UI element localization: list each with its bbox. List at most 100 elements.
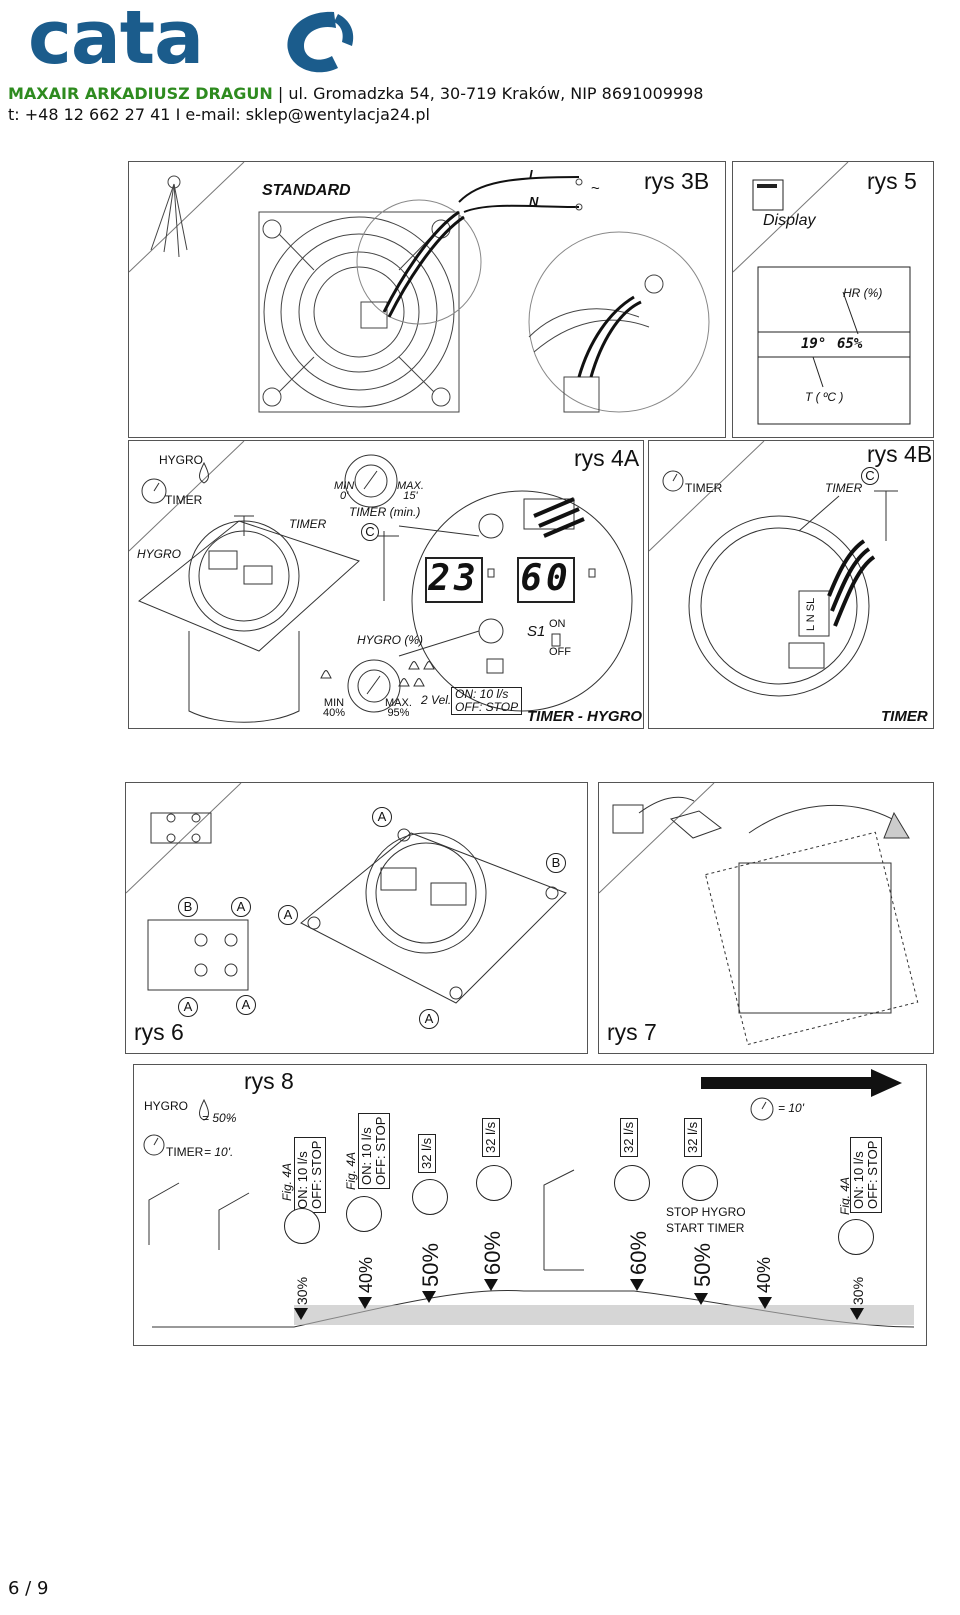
timer-max-value: 15' xyxy=(403,490,418,502)
contact-line: t: +48 12 662 27 41 I e-mail: sklep@went… xyxy=(8,105,430,124)
callout-c-marker: C xyxy=(361,523,379,541)
on-10-text: ON: 10 l/s xyxy=(455,687,509,701)
figure-5-panel: Display rys 5 HR (%) 19° 65% T ( ºC ) xyxy=(732,161,934,438)
fan-icon xyxy=(412,1179,448,1215)
figure-5-drawing xyxy=(733,162,911,425)
fan-icon xyxy=(284,1208,320,1244)
timer-callout-label: TIMER xyxy=(289,517,327,531)
humidity-level: 40% xyxy=(356,1256,376,1293)
figure-3b-title: rys 3B xyxy=(644,168,710,194)
figure-8-panel: rys 8 HYGRO = 50% TIMER = 10'. = 10' Fig… xyxy=(133,1064,927,1346)
off-stop-text: OFF: STOP xyxy=(309,1140,324,1209)
fan-icon xyxy=(346,1196,382,1232)
marker-a: A xyxy=(372,807,392,827)
level-marker xyxy=(358,1297,372,1309)
fig4a-ref: Fig. 4A xyxy=(280,1162,294,1201)
figure-8-title: rys 8 xyxy=(244,1068,294,1094)
off-stop-text: OFF: STOP xyxy=(373,1116,388,1185)
switch-off-label: OFF xyxy=(549,646,571,658)
level-marker xyxy=(294,1308,308,1320)
figure-7-panel: rys 7 xyxy=(598,782,934,1054)
page-number: 6 / 9 xyxy=(8,1578,49,1599)
hygro-callout-label: HYGRO xyxy=(137,547,182,561)
logo-wordmark: cata xyxy=(28,0,204,81)
humidity-level: 50% xyxy=(418,1242,443,1287)
flow-box: 32 l/s xyxy=(684,1117,702,1157)
timer-label: TIMER xyxy=(165,493,203,507)
level-marker xyxy=(630,1279,644,1291)
figure-7-drawing xyxy=(599,783,919,1046)
figure-3b-drawing xyxy=(129,162,710,413)
start-timer-label: START TIMER xyxy=(666,1221,745,1235)
off-stop-text: OFF: STOP xyxy=(865,1140,880,1209)
figure-4a-drawing xyxy=(129,441,633,723)
timer-min-value: 0' xyxy=(339,490,349,502)
timer-label: TIMER xyxy=(685,481,723,495)
hr-readout: 65% xyxy=(837,336,863,352)
stop-hygro-label: STOP HYGRO xyxy=(666,1205,746,1219)
level-marker xyxy=(758,1297,772,1309)
hygro-label: HYGRO xyxy=(144,1099,189,1113)
figure-4b-panel: TIMER TIMER C L N SL TIMER rys 4B xyxy=(648,440,934,729)
on-10-text: ON: 10 l/s xyxy=(359,1127,374,1185)
figure-4b-title: rys 4B xyxy=(867,441,933,467)
fan-icon xyxy=(614,1165,650,1201)
temperature-label: T ( ºC ) xyxy=(805,390,844,404)
two-vel-label: 2 Vel. xyxy=(421,693,452,707)
figure-3b-panel: STANDARD L N ~ rys 3B xyxy=(128,161,726,438)
marker-b: B xyxy=(546,853,566,873)
timer-value: = 10'. xyxy=(204,1145,234,1159)
marker-b: B xyxy=(178,897,198,917)
timer-hygro-footer: TIMER - HYGRO xyxy=(527,708,642,725)
figure-4b-drawing xyxy=(649,441,898,697)
level-marker xyxy=(484,1279,498,1291)
timer-right-value: = 10' xyxy=(778,1101,804,1115)
timer-callout-label: TIMER xyxy=(825,481,863,495)
figure-5-title: rys 5 xyxy=(867,168,917,194)
marker-a: A xyxy=(231,897,251,917)
company-name: MAXAIR ARKADIUSZ DRAGUN xyxy=(8,84,273,103)
figure-8-drawing xyxy=(143,1069,915,1328)
fig4a-ref: Fig. 4A xyxy=(344,1151,358,1190)
figure-7-title: rys 7 xyxy=(607,1019,657,1045)
callout-c-marker: C xyxy=(861,467,879,485)
hygro-min-text: MIN xyxy=(323,697,345,709)
hygro-min-value: 40% xyxy=(323,707,346,719)
fan-icon xyxy=(838,1219,874,1255)
cata-logo: cata xyxy=(28,0,358,84)
hygro-display: 60 xyxy=(517,557,575,603)
company-line: MAXAIR ARKADIUSZ DRAGUN | ul. Gromadzka … xyxy=(8,84,703,103)
figure-6-panel: A B A B A A A A rys 6 xyxy=(125,782,588,1054)
marker-a: A xyxy=(178,997,198,1017)
flow-box: 32 l/s xyxy=(620,1117,638,1157)
timer-footer: TIMER xyxy=(881,708,928,725)
figure-6-title: rys 6 xyxy=(134,1019,184,1045)
marker-a: A xyxy=(419,1009,439,1029)
humidity-level: 40% xyxy=(754,1256,774,1293)
hygro-pct-label: HYGRO (%) xyxy=(357,633,423,647)
fan-icon xyxy=(476,1165,512,1201)
flow-box: 32 l/s xyxy=(418,1133,436,1173)
on-10-text: ON: 10 l/s xyxy=(851,1151,866,1209)
hygro-label: HYGRO xyxy=(159,453,204,467)
marker-a: A xyxy=(278,905,298,925)
display-label: Display xyxy=(763,212,816,229)
marker-a: A xyxy=(236,995,256,1015)
standard-label: STANDARD xyxy=(262,182,351,199)
figure-6-drawing xyxy=(126,783,567,1004)
timer-min-label: TIMER (min.) xyxy=(349,505,421,519)
timer-max15-label: MAX.15' xyxy=(397,480,424,502)
wire-l-label: L xyxy=(529,167,537,182)
hygro-max95-label: MAX.95% xyxy=(385,698,412,719)
timer-max-text: MAX. xyxy=(397,480,424,492)
humidity-level: 60% xyxy=(626,1230,651,1275)
on-10-text: ON: 10 l/s xyxy=(295,1151,310,1209)
hr-label: HR (%) xyxy=(843,286,883,300)
terminal-label: L N SL xyxy=(805,597,817,631)
